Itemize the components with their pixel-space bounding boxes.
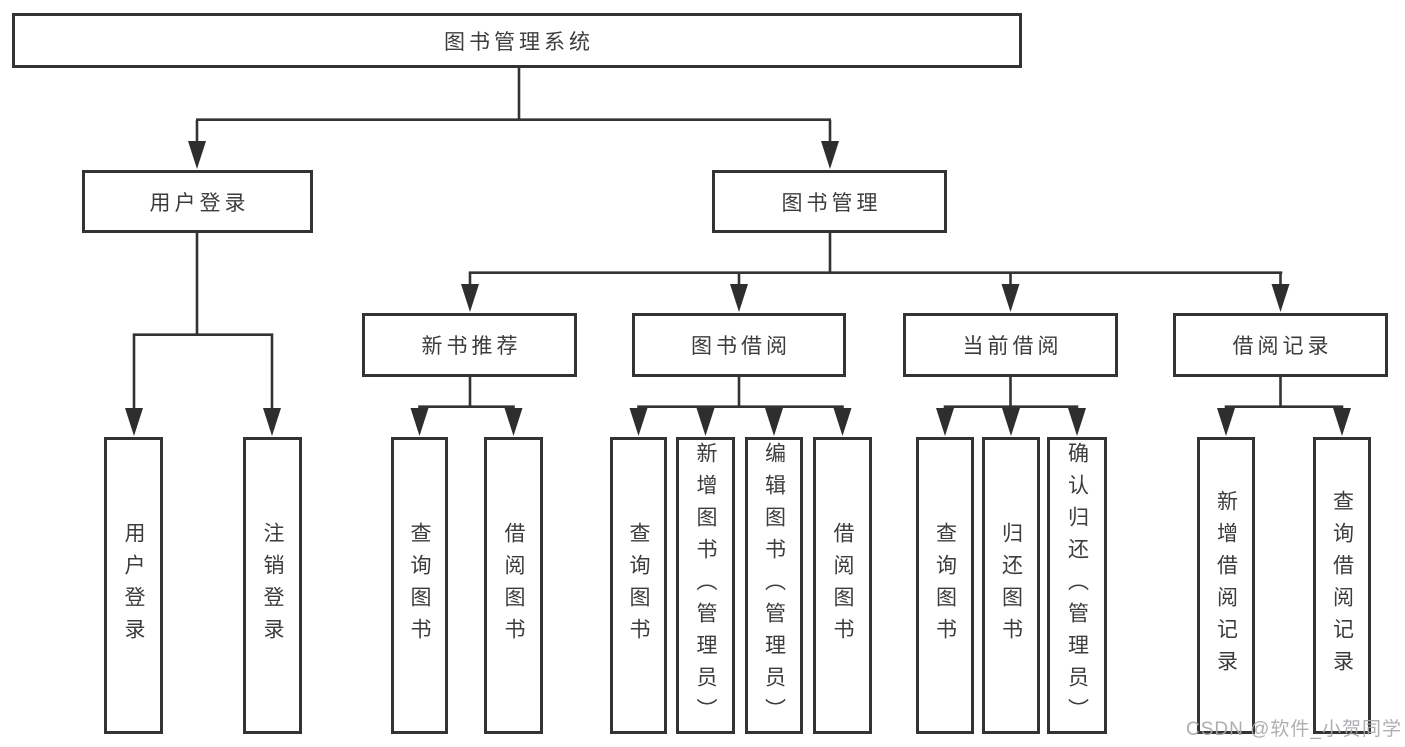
leaf-query-books-3-label: 查询图书 — [933, 521, 957, 650]
node-root-system: 图书管理系统 — [12, 13, 1022, 68]
leaf-query-books-1: 查询图书 — [391, 437, 448, 734]
leaf-query-borrow-record: 查询借阅记录 — [1313, 437, 1371, 734]
node-book-management-branch: 图书管理 — [712, 170, 947, 233]
leaf-query-books-2: 查询图书 — [610, 437, 667, 734]
node-borrowing-records: 借阅记录 — [1173, 313, 1388, 377]
leaf-add-book-admin-label: 新增图书（管理员） — [694, 441, 717, 730]
node-new-book-recommend: 新书推荐 — [362, 313, 577, 377]
leaf-query-books-3: 查询图书 — [916, 437, 974, 734]
leaf-confirm-return-admin: 确认归还（管理员） — [1047, 437, 1107, 734]
arrowheads — [125, 141, 1351, 436]
node-current-borrowing: 当前借阅 — [903, 313, 1118, 377]
leaf-query-books-1-label: 查询图书 — [408, 521, 431, 650]
leaf-return-books-label: 归还图书 — [999, 521, 1023, 650]
leaf-confirm-return-admin-label: 确认归还（管理员） — [1065, 441, 1089, 730]
leaf-return-books: 归还图书 — [982, 437, 1040, 734]
elbow-connectors — [132, 68, 1344, 412]
leaf-borrow-books-2-label: 借阅图书 — [831, 521, 854, 650]
node-user-login-branch: 用户登录 — [82, 170, 313, 233]
csdn-watermark: CSDN @软件_小贺同学 — [1186, 719, 1402, 740]
node-book-borrowing: 图书借阅 — [632, 313, 846, 377]
leaf-borrow-books-1-label: 借阅图书 — [502, 521, 525, 650]
leaf-borrow-books-1: 借阅图书 — [484, 437, 543, 734]
leaf-edit-book-admin-label: 编辑图书（管理员） — [762, 441, 786, 730]
leaf-add-borrow-record: 新增借阅记录 — [1197, 437, 1255, 734]
leaf-query-borrow-record-label: 查询借阅记录 — [1330, 489, 1354, 682]
leaf-edit-book-admin: 编辑图书（管理员） — [745, 437, 803, 734]
leaf-add-borrow-record-label: 新增借阅记录 — [1214, 489, 1238, 682]
leaf-query-books-2-label: 查询图书 — [627, 521, 650, 650]
leaf-user-login: 用户登录 — [104, 437, 163, 734]
leaf-logout-label: 注销登录 — [261, 521, 284, 650]
leaf-logout: 注销登录 — [243, 437, 302, 734]
leaf-borrow-books-2: 借阅图书 — [813, 437, 872, 734]
leaf-add-book-admin: 新增图书（管理员） — [676, 437, 735, 734]
leaf-user-login-label: 用户登录 — [122, 521, 145, 650]
